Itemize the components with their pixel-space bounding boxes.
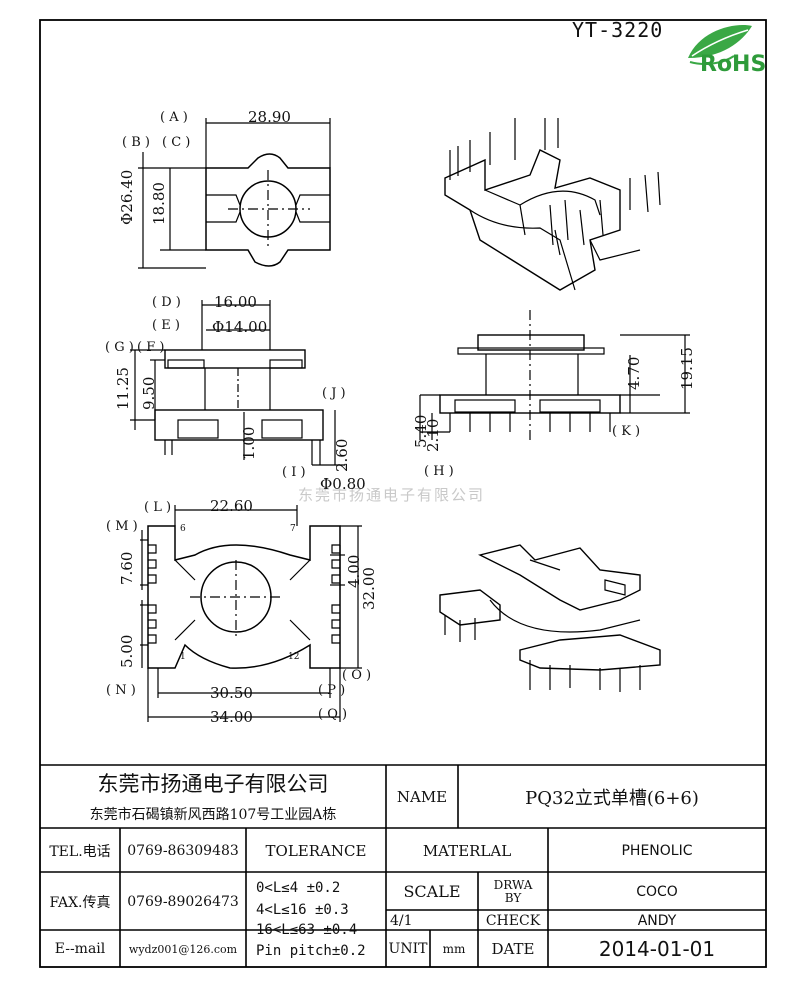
label-l: ( L ) [144,500,172,515]
dim-e-diam: Φ14.00 [212,318,268,336]
label-c: ( C ) [162,135,191,150]
tolerance-row-1: 0<L≤4 ±0.2 [256,880,341,896]
sheet-border [39,19,767,968]
date-value: 2014-01-01 [598,937,716,961]
leaf-rohs-icon [688,25,752,65]
email-label: E--mail [54,941,106,957]
pin-number-6: 6 [180,524,186,534]
part-name: PQ32立式单槽(6+6) [525,788,699,809]
company-name: 东莞市扬通电子有限公司 [97,772,329,796]
pin-number-12: 12 [288,652,300,662]
side-view [130,300,345,466]
dim-pin-out: 2.60 [333,438,351,472]
unit-label: UNIT [388,941,428,957]
dim-q-width: 34.00 [210,708,253,726]
scale-value: 4/1 [390,912,413,929]
pin-number-7: 7 [290,524,296,534]
pin-number-1: 1 [180,652,186,662]
fax-label: FAX.传真 [49,894,111,911]
date-label: DATE [491,940,535,958]
label-j: ( J ) [322,386,346,401]
label-d: ( D ) [152,295,181,310]
unit-value: mm [442,942,466,956]
label-p: ( P ) [318,683,346,698]
check-label: CHECK [485,912,541,929]
drawn-label: DRWA BY [493,877,533,905]
company-address: 东莞市石碣镇新风西路107号工业园A栋 [89,807,337,823]
dim-f-height: 9.50 [140,376,158,410]
dim-outer-height: Φ26.40 [118,169,136,225]
front-view [419,310,690,440]
material-value: PHENOLIC [621,842,693,859]
tolerance-row-4: Pin pitch±0.2 [256,943,366,959]
label-a: ( A ) [160,110,188,125]
label-k: ( K ) [612,424,641,439]
label-m: ( M ) [106,519,138,534]
dim-g-height: 11.25 [114,367,132,410]
iso-view-top [444,118,661,291]
tolerance-row-2: 4<L≤16 ±0.3 [256,902,349,918]
dim-pin-diam: Φ0.80 [320,475,366,493]
dim-pin-length: 1.00 [240,426,258,460]
label-q: ( Q ) [318,707,348,722]
fax-value: 0769-89026473 [127,893,239,910]
top-view [138,118,331,269]
label-g: ( G ) [105,340,134,355]
bottom-view [140,505,362,722]
dim-total-height: 19.15 [678,347,696,390]
material-label: MATERLAL [422,841,512,860]
tel-value: 0769-86309483 [127,842,239,859]
dim-left-b: 2.10 [424,418,442,452]
dim-p-width: 30.50 [210,684,253,702]
check-value: ANDY [637,912,677,929]
tolerance-row-3: 16<L≤63 ±0.4 [256,922,358,938]
name-label: NAME [396,788,448,806]
dim-l-width: 22.60 [210,497,253,515]
dim-top-height: 4.70 [625,356,643,390]
scale-label: SCALE [403,882,461,901]
drawn-value: COCO [636,883,678,900]
tolerance-label: TOLERANCE [265,841,367,860]
label-i: ( I ) [282,465,306,480]
dim-width: 28.90 [248,108,291,126]
label-h: ( H ) [424,464,454,479]
iso-view-bottom [439,544,661,692]
dim-m-pitch: 7.60 [118,551,136,585]
email-value: wydz001@126.com [128,942,238,956]
dim-d-width: 16.00 [214,293,257,311]
label-b: ( B ) [122,135,150,150]
label-f: ( F ) [137,340,165,355]
dim-inner-height: 18.80 [150,182,168,225]
rohs-label: RoHS [700,52,767,77]
label-n: ( N ) [106,683,136,698]
watermark: 东莞市扬通电子有限公司 [298,486,486,504]
label-e: ( E ) [152,318,180,333]
tel-label: TEL.电话 [49,843,111,860]
title-block-grid [40,764,766,967]
dim-o-height: 32.00 [360,567,378,610]
model-number: YT-3220 [572,18,664,42]
label-o: ( O ) [342,668,372,683]
dim-n-pitch: 5.00 [118,634,136,668]
